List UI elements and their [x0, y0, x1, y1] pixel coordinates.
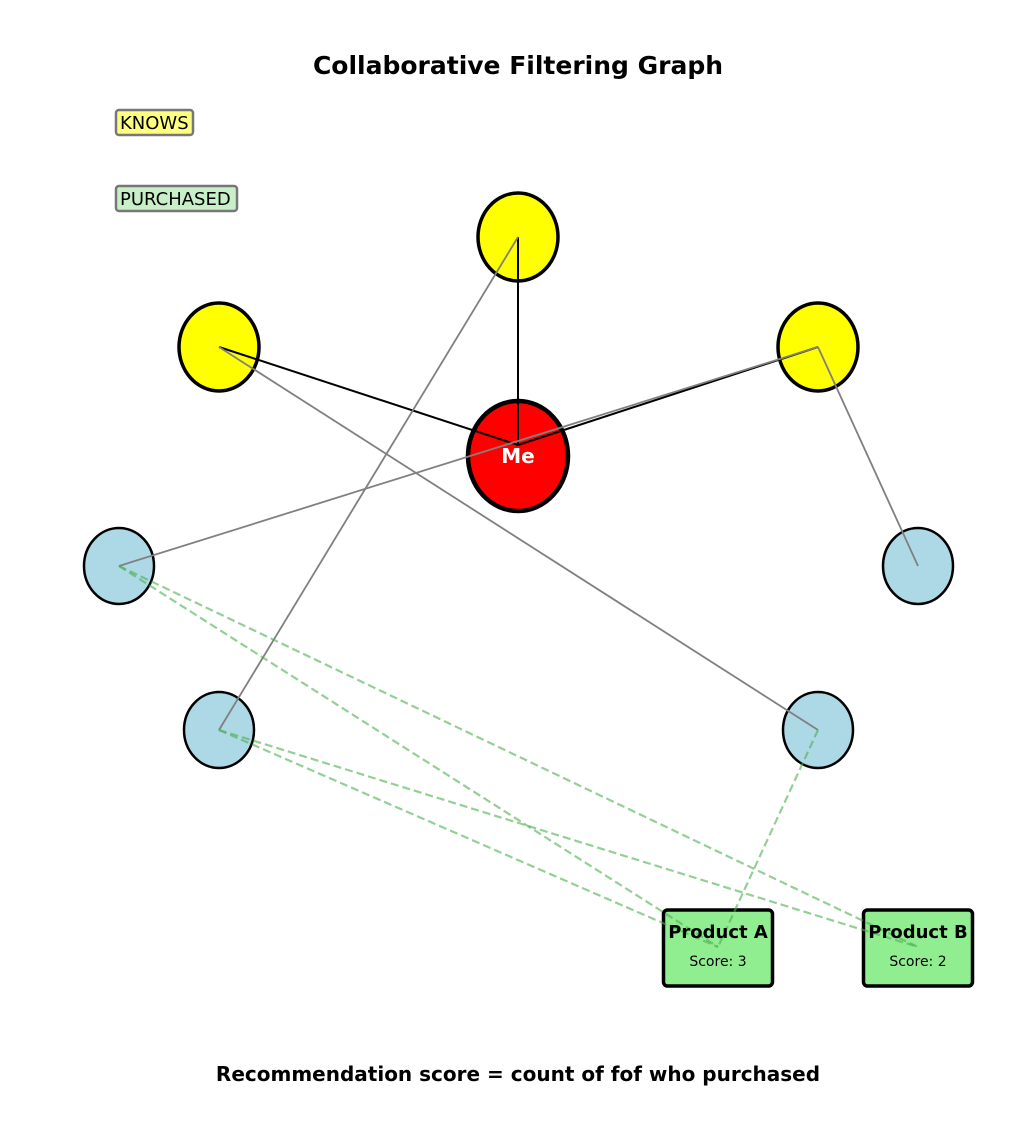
edge-purchased-fof2-pB	[218, 728, 919, 949]
edge-fof-f3-fof4	[817, 346, 919, 567]
product-name-pA: Product A	[668, 922, 768, 943]
edges-layer	[118, 236, 919, 949]
legend: KNOWS PURCHASED	[114, 108, 239, 213]
edge-fof-f2-fof3	[218, 346, 819, 731]
product-name-pB: Product B	[868, 922, 967, 943]
node-me-label: Me	[501, 444, 534, 468]
legend-knows-box	[114, 108, 195, 137]
edge-purchased-fof1-pB	[118, 565, 919, 948]
footer-caption: Recommendation score = count of fof who …	[216, 1062, 820, 1086]
product-score-pB: Score: 2	[889, 954, 946, 970]
chart-title: Collaborative Filtering Graph	[313, 51, 723, 80]
edge-knows-me-f2	[218, 346, 519, 446]
edge-fof-f3-fof1	[118, 346, 819, 567]
edge-fof-f1-fof2	[218, 236, 519, 731]
edge-purchased-fof2-pA	[218, 728, 719, 949]
node-product-pB	[861, 908, 975, 988]
legend-purchased-box	[114, 184, 239, 213]
edge-purchased-fof1-pA	[118, 565, 719, 948]
legend-knows-label: KNOWS	[120, 113, 189, 134]
nodes-layer	[82, 191, 975, 988]
product-score-pA: Score: 3	[689, 954, 746, 970]
legend-purchased-label: PURCHASED	[120, 189, 231, 210]
edge-purchased-fof3-pA	[717, 729, 819, 948]
